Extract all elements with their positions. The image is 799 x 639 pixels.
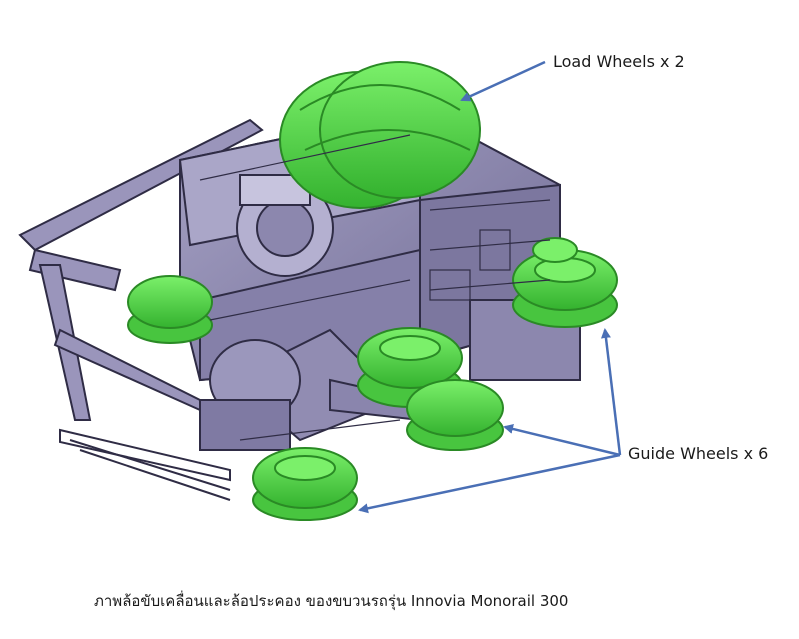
arrow-icon xyxy=(358,453,621,514)
arrow-icon xyxy=(600,328,622,456)
frame-details xyxy=(199,134,551,441)
callout-arrows xyxy=(358,60,622,514)
guide-wheels xyxy=(127,237,618,521)
load-wheels-label: Load Wheels x 2 xyxy=(553,52,685,71)
figure-caption: ภาพล้อขับเคลื่อนและล้อประคอง ของขบวนรถรุ… xyxy=(94,592,569,610)
guide-wheel xyxy=(512,249,618,328)
load-wheels xyxy=(279,61,481,209)
guide-wheels-label: Guide Wheels x 6 xyxy=(628,444,769,463)
support-arm xyxy=(18,118,264,501)
guide-wheel xyxy=(406,379,504,451)
guide-wheel xyxy=(252,447,358,521)
arrow-icon xyxy=(460,60,546,102)
guide-wheel xyxy=(127,275,213,344)
arrow-icon xyxy=(503,424,621,457)
guide-wheel xyxy=(532,237,578,263)
